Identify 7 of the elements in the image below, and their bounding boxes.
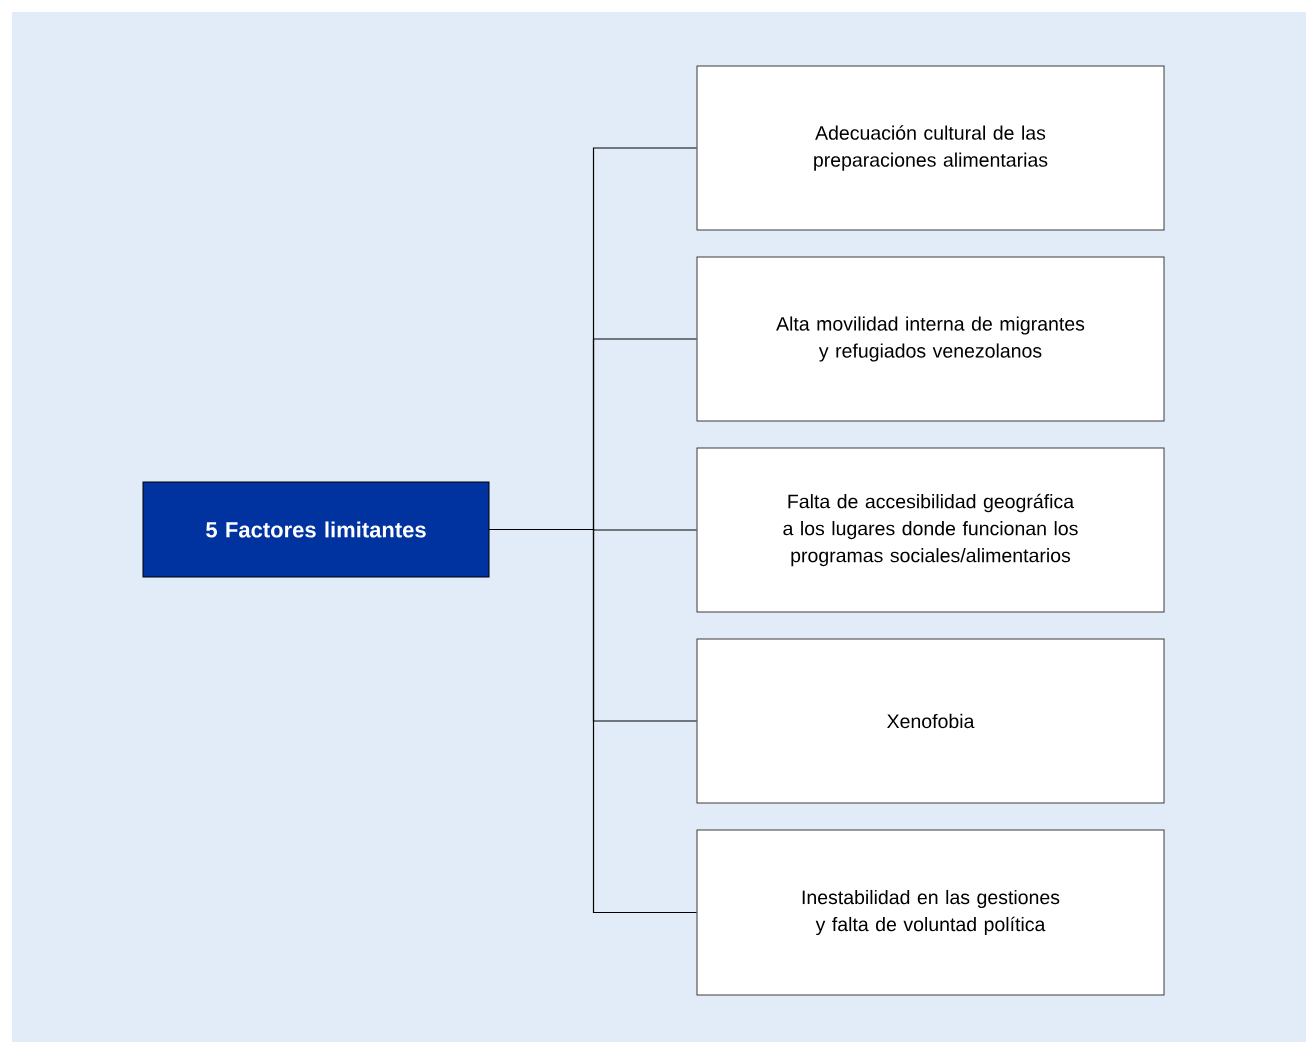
factor-box: Alta movilidad interna de migrantes y refugiados venezolanos	[696, 256, 1165, 422]
title-box: 5 Factores limitantes	[142, 481, 490, 578]
factor-box: Falta de accesibilidad geográfica a los lugares donde funcionan los programas sociales/alimentarios	[696, 447, 1165, 613]
factor-box: Inestabilidad en las gestiones y falta de voluntad política	[696, 829, 1165, 996]
connector-line	[488, 528, 698, 914]
factor-box: Xenofobia	[696, 638, 1165, 804]
factor-box: Adecuación cultural de las preparaciones alimentarias	[696, 65, 1165, 231]
